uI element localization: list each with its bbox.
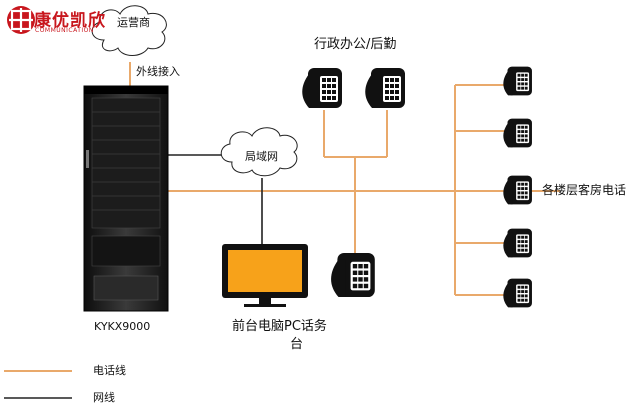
logo-name: 康优凯欣 <box>34 11 106 31</box>
telephone-icon <box>503 66 532 96</box>
telephone-icon <box>503 228 532 258</box>
cloud-icon <box>220 127 298 177</box>
legend-phone-line-label: 电话线 <box>93 364 126 377</box>
cloud-icon <box>91 5 167 56</box>
front-desk-label-line1: 前台电脑PC话务 <box>232 319 327 334</box>
legend-network-line-label: 网线 <box>93 391 115 404</box>
carrier-label: 运营商 <box>117 16 150 29</box>
telephone-icon <box>302 68 342 108</box>
telephone-icon <box>503 175 532 205</box>
phone-lines <box>4 62 560 372</box>
monitor-icon <box>222 244 308 307</box>
server-rack-icon <box>83 85 169 312</box>
telephone-icon <box>331 253 375 297</box>
telephone-icon <box>365 68 405 108</box>
lan-label: 局域网 <box>245 150 278 163</box>
server-model-label: KYKX9000 <box>94 320 151 333</box>
telephone-icon <box>503 118 532 148</box>
admin-phones-label: 行政办公/后勤 <box>314 37 397 52</box>
network-lines <box>4 154 263 399</box>
external-access-label: 外线接入 <box>136 65 180 78</box>
telephone-icon <box>503 278 532 308</box>
floor-phones-label: 各楼层客房电话 <box>542 183 627 197</box>
logo-icon <box>7 6 35 34</box>
logo-subtitle: COMMUNICATION <box>35 27 94 34</box>
front-desk-label-line2: 台 <box>290 337 304 352</box>
